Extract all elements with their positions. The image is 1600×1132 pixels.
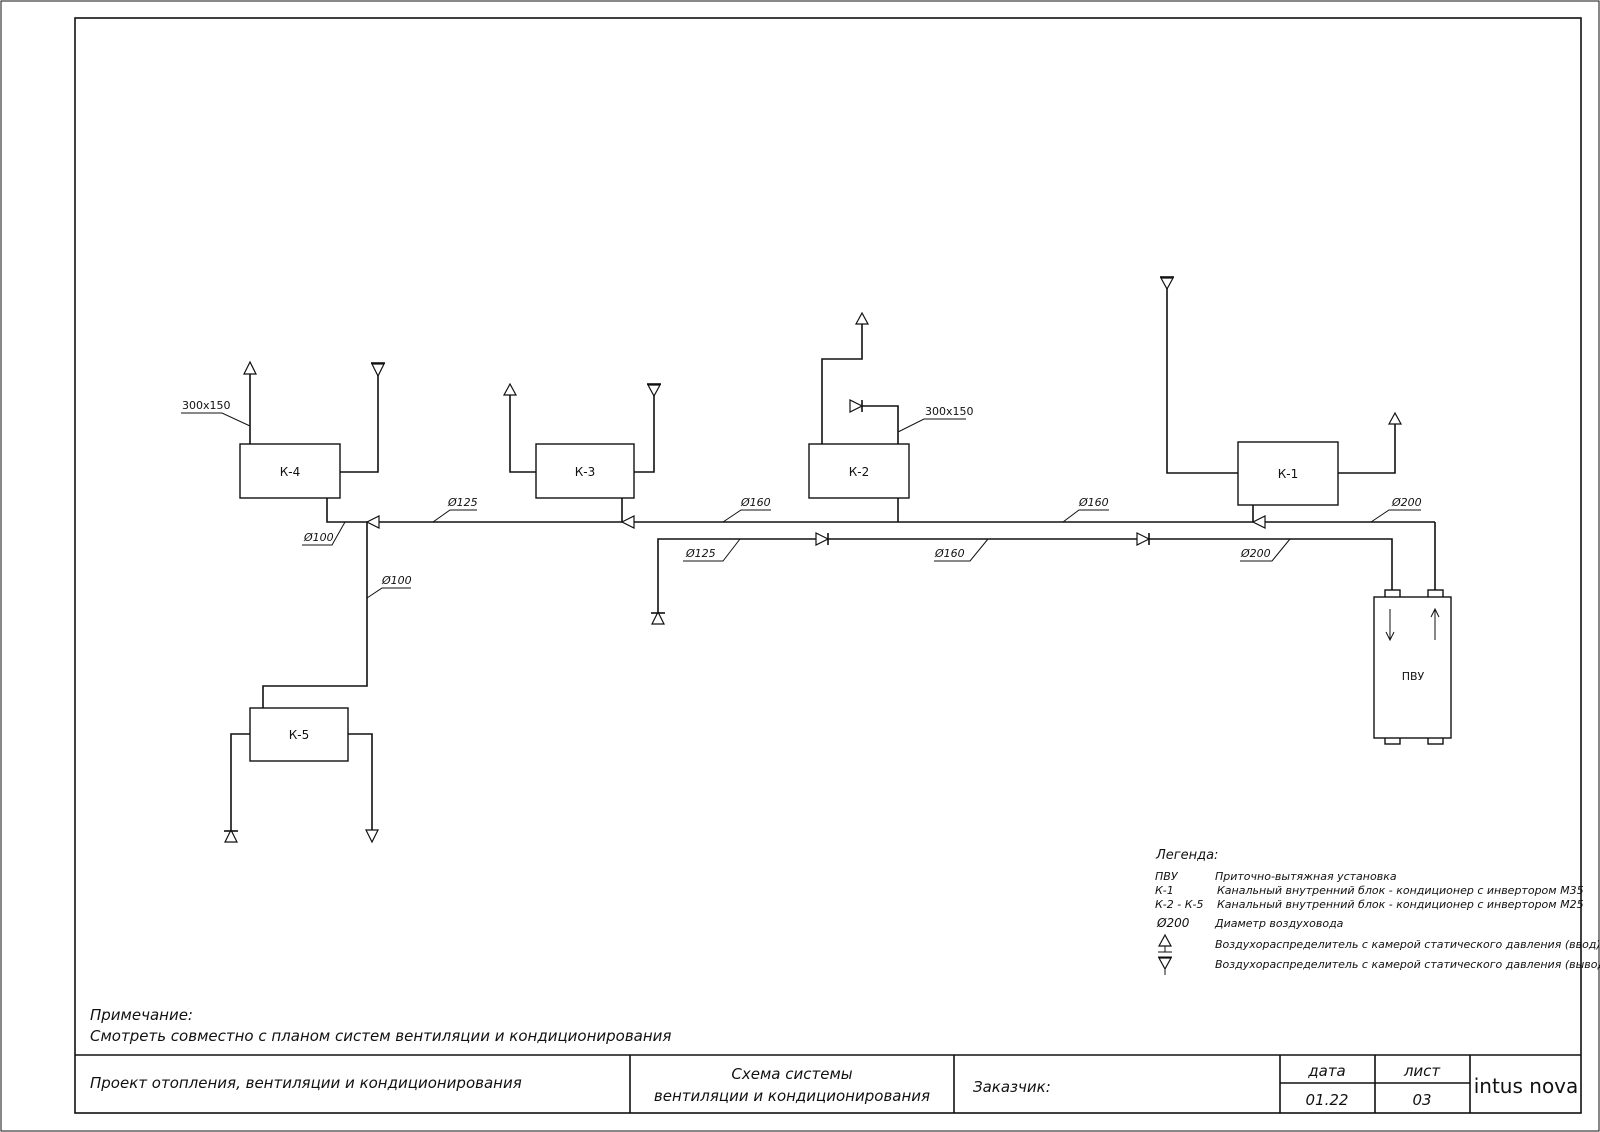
diameter-label-100-k5: Ø100 (366, 574, 412, 599)
k5-right-duct (348, 733, 373, 830)
svg-text:300х150: 300х150 (182, 399, 231, 412)
legend-desc: Диаметр воздуховода (1214, 917, 1344, 930)
unit-k3-label: К-3 (575, 465, 595, 479)
svg-text:Ø100: Ø100 (303, 531, 334, 544)
date-value: 01.22 (1306, 1091, 1349, 1109)
svg-text:Ø100: Ø100 (381, 574, 412, 587)
diameter-label-160-bottom: Ø160 (934, 538, 989, 562)
legend-key: Ø200 (1156, 916, 1190, 930)
sheet-value: 03 (1412, 1091, 1431, 1109)
unit-k4-label: К-4 (280, 465, 300, 479)
svg-text:Ø125: Ø125 (685, 547, 716, 560)
unit-k5-label: К-5 (289, 728, 309, 742)
diameter-label-160-right: Ø160 (1062, 496, 1109, 523)
svg-text:Ø160: Ø160 (740, 496, 771, 509)
diameter-label-200-top: Ø200 (1370, 496, 1422, 523)
unit-k5: К-5 (249, 707, 349, 762)
check-valve-icon (815, 532, 830, 546)
legend-inlet-icon (1157, 933, 1173, 953)
legend-desc: Приточно-вытяжная установка (1215, 870, 1397, 883)
diffuser-inlet-icon (224, 828, 238, 843)
check-valve-icon (849, 399, 864, 413)
k5-supply-duct (262, 522, 368, 708)
customer-label: Заказчик: (973, 1078, 1051, 1096)
diffuser-inlet-icon (1387, 411, 1403, 425)
note-title: Примечание: (90, 1006, 193, 1024)
size-label-k4: 300х150 (181, 399, 251, 427)
k2-side-duct (862, 405, 899, 444)
legend-title: Легенда: (1155, 848, 1218, 863)
diameter-label-125-bottom: Ø125 (683, 538, 741, 562)
diffuser-outlet-icon (646, 383, 662, 398)
svg-text:Ø160: Ø160 (1078, 496, 1109, 509)
diffuser-inlet-icon (502, 382, 518, 396)
k4-supply-duct (326, 498, 367, 523)
diffuser-outlet-icon (371, 362, 385, 378)
check-valve-icon (1136, 532, 1151, 546)
k1-right-duct (1338, 424, 1396, 474)
svg-text:Ø160: Ø160 (934, 547, 965, 560)
return-duct-line (657, 538, 1393, 612)
legend-desc: Канальный внутренний блок - кондиционер … (1217, 898, 1584, 911)
flow-arrow-icon (365, 515, 380, 529)
drawing-frame (74, 17, 1582, 1114)
legend: Легенда: ПВУ Приточно-вытяжная установка… (1155, 848, 1600, 975)
svg-text:Ø200: Ø200 (1391, 496, 1422, 509)
title-block: Проект отопления, вентиляции и кондицион… (75, 1054, 1581, 1113)
k4-exhaust-duct (340, 374, 379, 473)
unit-pvu-label: ПВУ (1402, 670, 1425, 683)
size-label-k2: 300х150 (897, 405, 974, 433)
k2-top-duct (821, 324, 863, 444)
svg-text:300х150: 300х150 (925, 405, 974, 418)
flow-arrow-icon (620, 515, 635, 529)
diameter-label-160-left: Ø160 (722, 496, 771, 523)
k5-left-duct (230, 733, 250, 830)
legend-key: ПВУ (1155, 870, 1179, 883)
unit-k3: К-3 (535, 443, 635, 499)
diameter-label-100-k4: Ø100 (302, 521, 346, 546)
legend-desc: Воздухораспределитель с камерой статичес… (1215, 958, 1600, 971)
k1-left-duct (1166, 287, 1238, 474)
k3-left-duct (509, 392, 536, 473)
note-text: Смотреть совместно с планом систем венти… (90, 1027, 671, 1045)
legend-key: К-1 (1155, 884, 1174, 897)
diffuser-inlet-icon (651, 610, 665, 625)
diameter-label-200-bottom: Ø200 (1240, 538, 1291, 562)
k3-right-duct (634, 392, 655, 473)
diffuser-outlet-icon (1159, 276, 1175, 291)
diameter-label-125-top: Ø125 (432, 496, 478, 523)
unit-k2: К-2 (808, 443, 910, 499)
date-label: дата (1307, 1062, 1346, 1080)
sheet-label: лист (1403, 1062, 1442, 1080)
svg-text:Ø125: Ø125 (447, 496, 478, 509)
project-title: Проект отопления, вентиляции и кондицион… (90, 1074, 522, 1092)
scheme-title-line2: вентиляции и кондиционирования (654, 1087, 930, 1105)
diffuser-outlet-icon (365, 829, 379, 844)
unit-k2-label: К-2 (849, 465, 869, 479)
legend-desc: Воздухораспределитель с камерой статичес… (1215, 938, 1600, 951)
company-logo: intus nova (1474, 1074, 1579, 1098)
diffuser-inlet-icon (854, 311, 870, 325)
unit-k1-label: К-1 (1278, 467, 1298, 481)
legend-desc: Канальный внутренний блок - кондиционер … (1217, 884, 1584, 897)
legend-key: К-2 - К-5 (1155, 898, 1204, 911)
flow-arrow-icon (1251, 515, 1266, 529)
unit-pvu: ПВУ (1373, 589, 1452, 745)
svg-text:Ø200: Ø200 (1240, 547, 1271, 560)
unit-k1: К-1 (1237, 441, 1339, 506)
unit-k4: К-4 (239, 443, 341, 499)
diffuser-inlet-icon (243, 360, 257, 375)
legend-outlet-icon (1157, 956, 1173, 975)
scheme-title-line1: Схема системы (731, 1065, 852, 1083)
